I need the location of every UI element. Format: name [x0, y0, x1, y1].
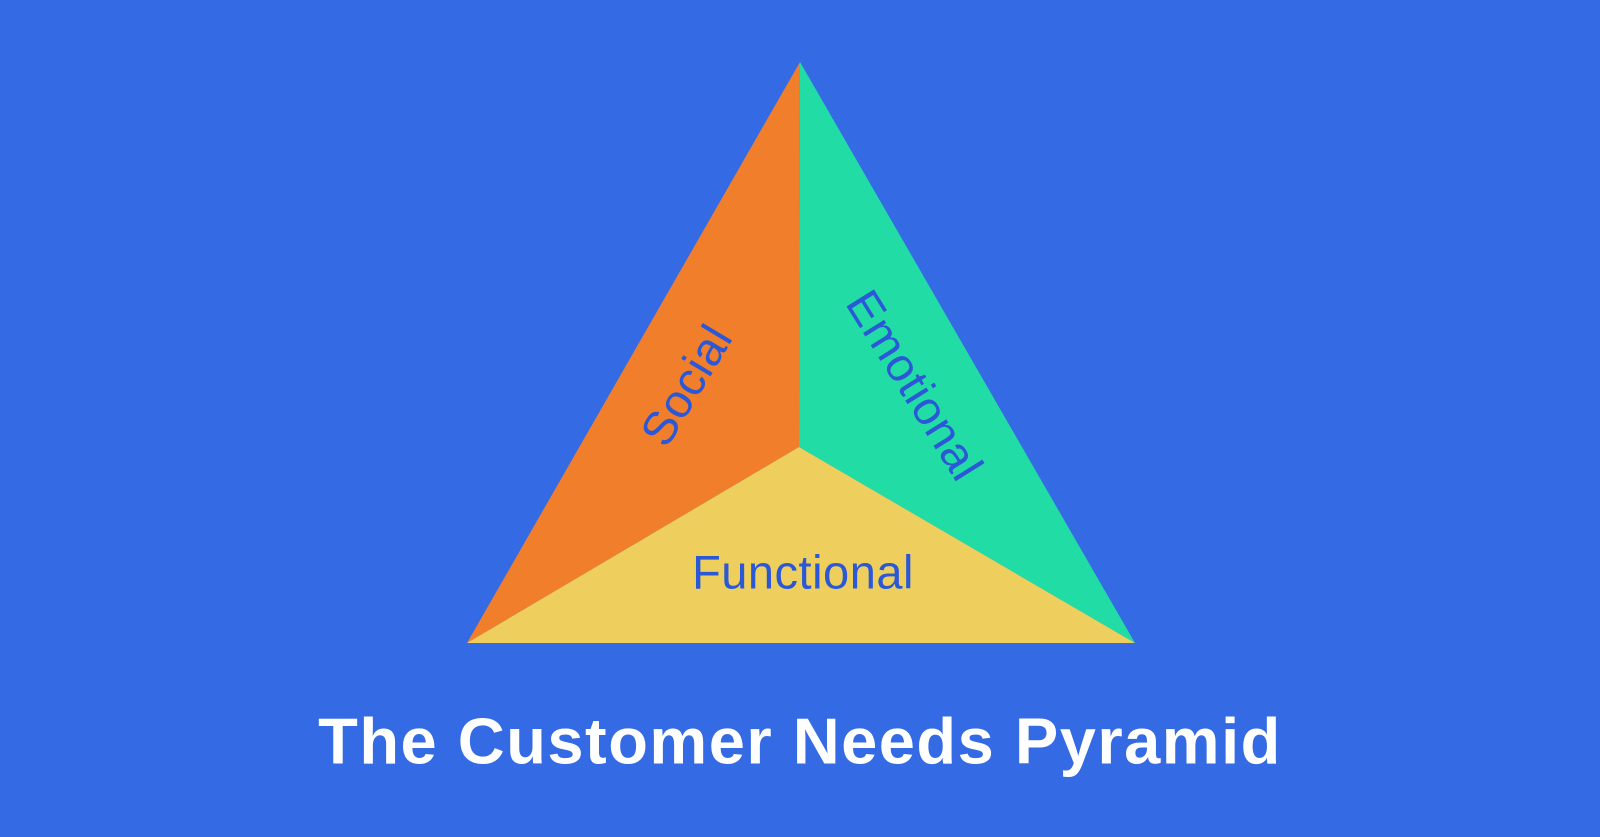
- segment-label-functional: Functional: [692, 545, 914, 599]
- page-title: The Customer Needs Pyramid: [318, 704, 1282, 778]
- pyramid-segment-functional: [467, 447, 1135, 643]
- pyramid-segment-social: [467, 62, 800, 643]
- pyramid-segment-emotional: [799, 62, 1135, 643]
